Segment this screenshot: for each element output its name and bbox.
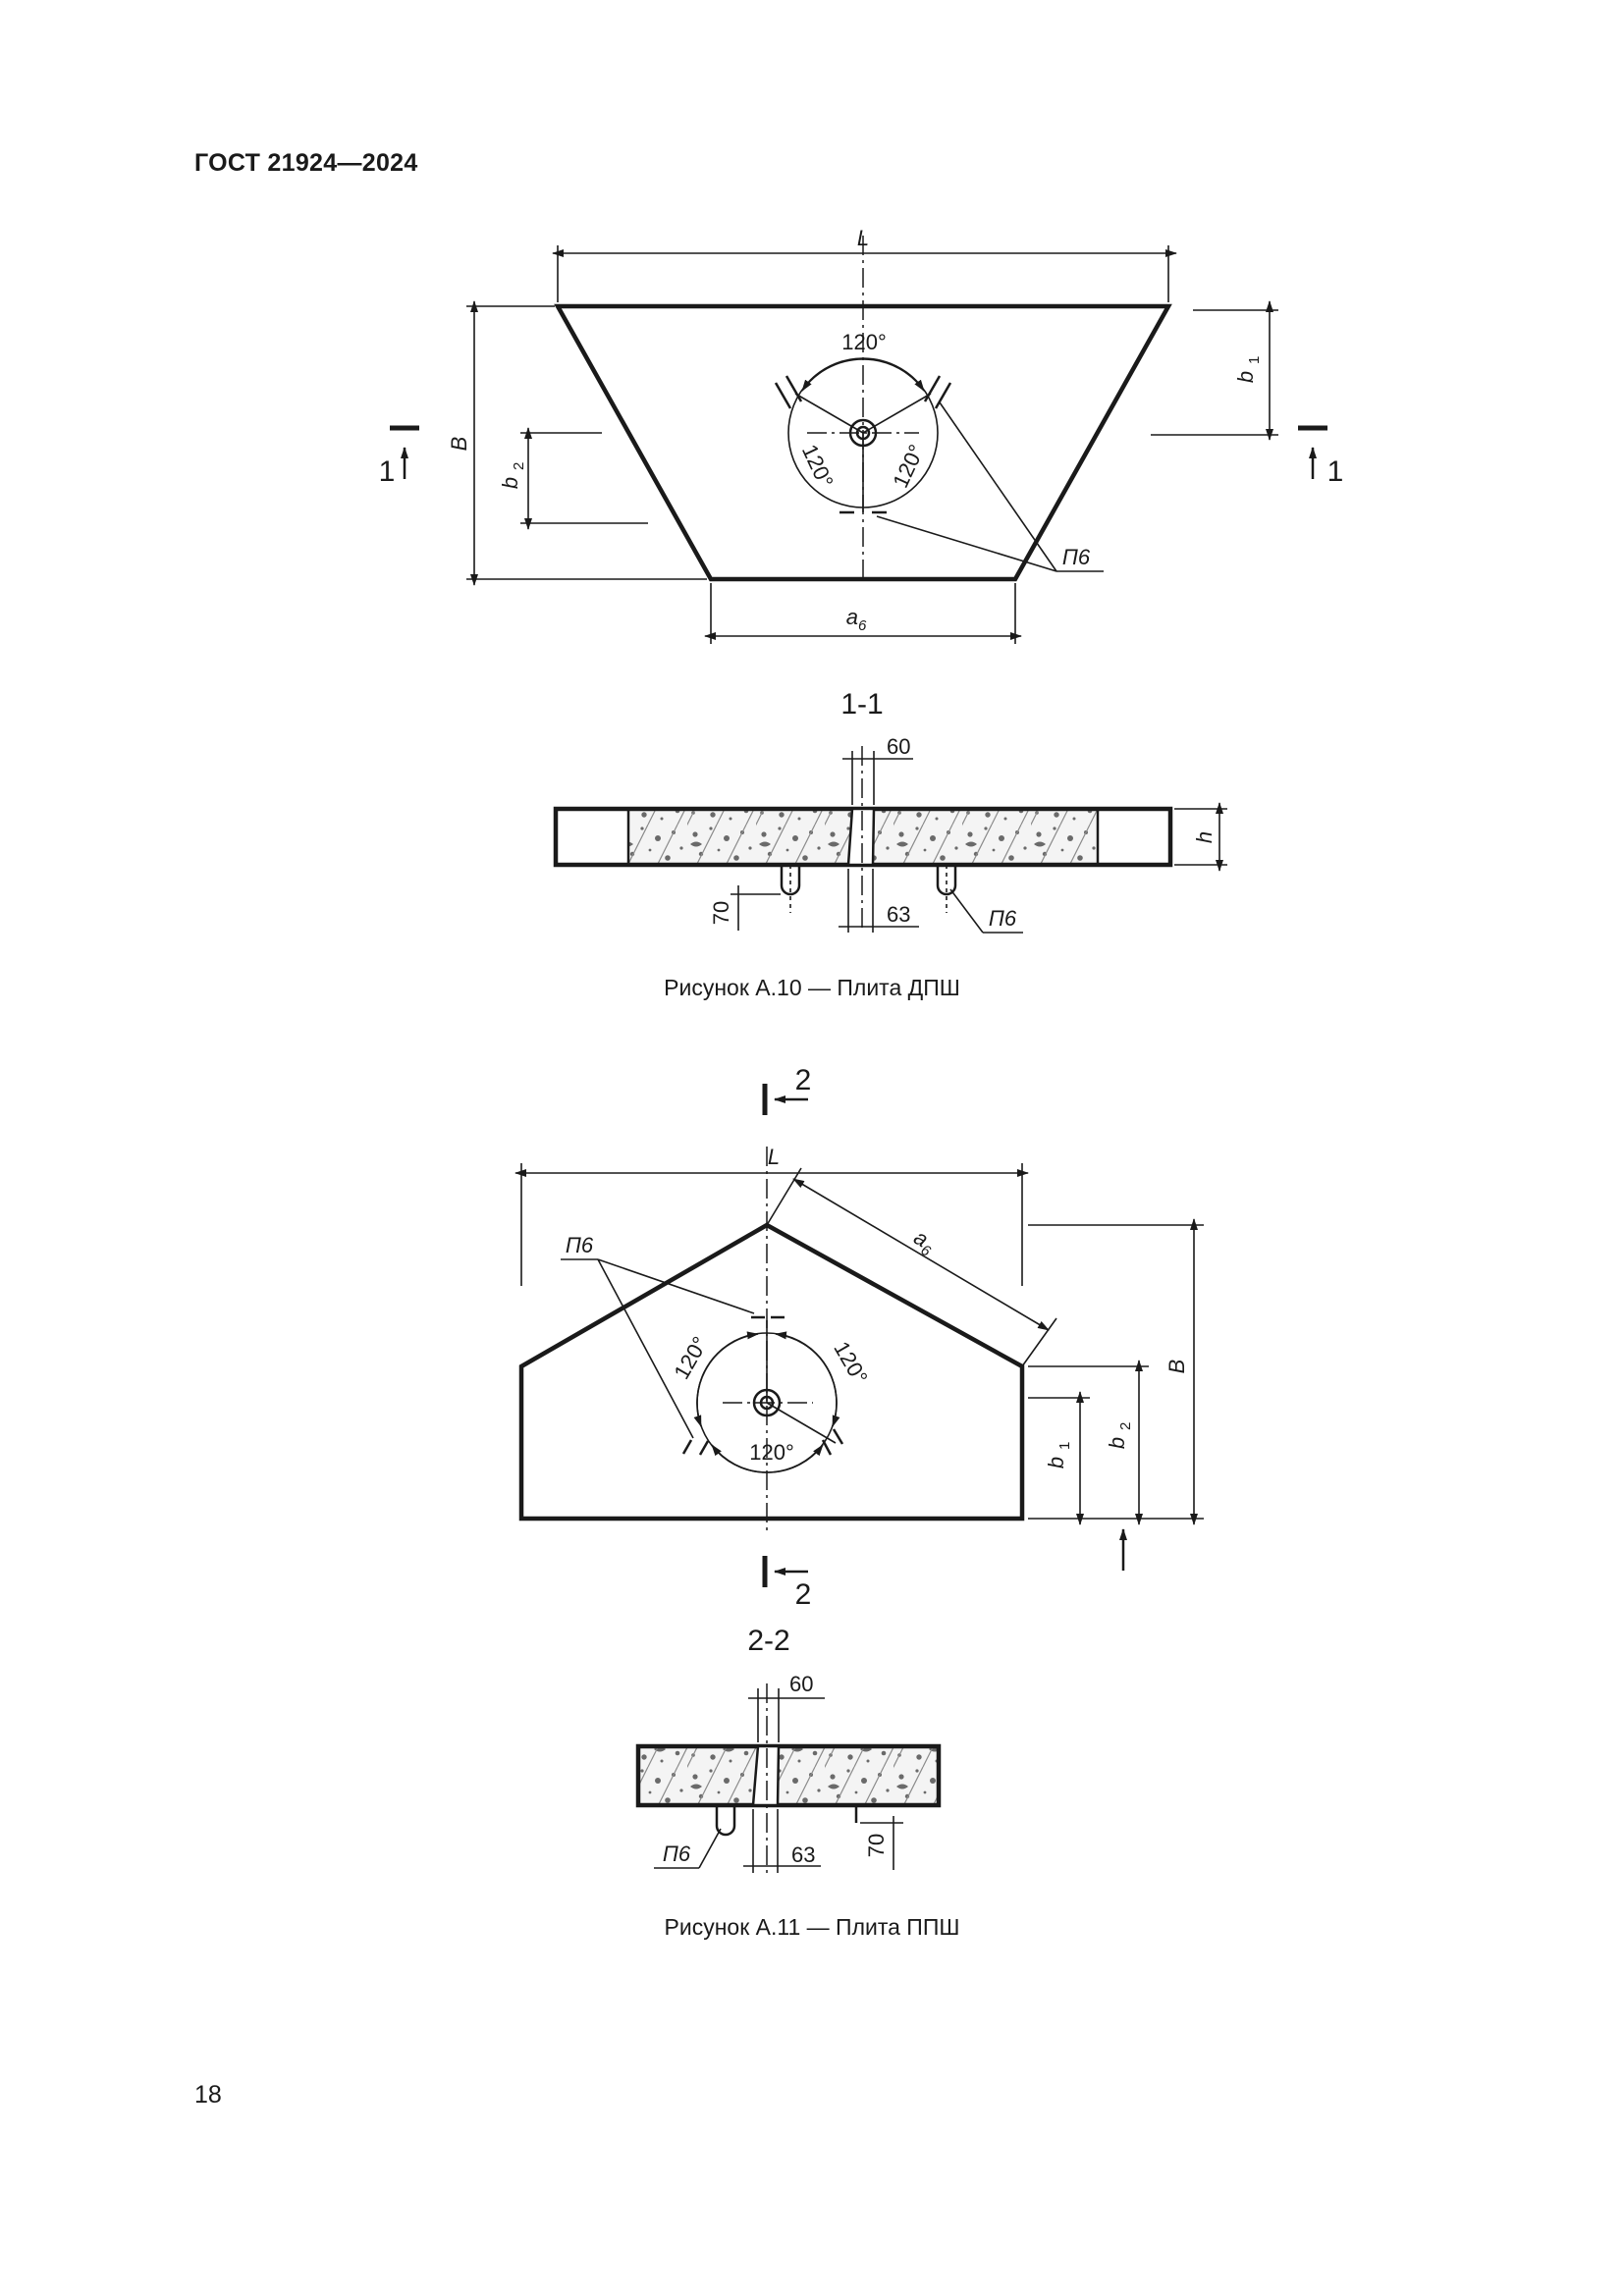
angle-left-label: 120° — [797, 441, 839, 492]
loop-label-p6: П6 — [1062, 545, 1091, 569]
angle-right-label: 120° — [888, 441, 929, 492]
angle-bottom-label-2: 120° — [749, 1440, 794, 1465]
lifting-loop-left — [780, 865, 801, 896]
dim-63-label: 63 — [887, 902, 910, 927]
section-2-2-title: 2-2 — [747, 1625, 789, 1657]
trapezoid-slab-outline — [554, 303, 1172, 582]
dim-b2-label: b — [498, 477, 522, 489]
cut-mark-right: 1 — [1327, 455, 1344, 488]
center-hole-section-2 — [751, 1744, 781, 1807]
standard-header: ГОСТ 21924—2024 — [194, 149, 418, 177]
dim-b2-label-2: b — [1105, 1437, 1129, 1449]
center-hole-section — [846, 807, 876, 867]
svg-text:2: 2 — [511, 462, 527, 470]
dim-b1-label: b — [1233, 371, 1258, 383]
loop-label-p6-2: П6 — [566, 1233, 594, 1257]
dim-70-label: 70 — [709, 901, 733, 925]
figure-a10-caption: Рисунок А.10 — Плита ДПШ — [664, 975, 960, 1000]
loop-label-p6-section-2: П6 — [663, 1842, 691, 1866]
dim-60-label-2: 60 — [789, 1672, 813, 1696]
pentagon-slab-outline — [518, 1222, 1025, 1522]
lifting-loop-right — [936, 865, 957, 896]
svg-text:1: 1 — [1056, 1442, 1073, 1450]
svg-text:1: 1 — [1246, 356, 1263, 364]
section-1-1-title: 1-1 — [840, 688, 883, 721]
figure-a11-plan: L a6 B b 2 b 1 — [514, 1064, 1204, 1611]
svg-text:2: 2 — [1117, 1422, 1134, 1430]
section-1-1: 1-1 60 63 70 h П6 — [553, 688, 1227, 934]
figure-a11-caption: Рисунок А.11 — Плита ППШ — [664, 1914, 960, 1940]
section-2-2: 2-2 60 63 70 П6 — [635, 1625, 942, 1873]
dim-B-label: B — [447, 437, 471, 452]
dim-a6-label: a6 — [846, 605, 867, 634]
dim-70-label-2: 70 — [864, 1834, 889, 1857]
dim-a6-label-2: a6 — [907, 1225, 940, 1261]
dim-h-label: h — [1192, 831, 1217, 843]
angle-right-label-2: 120° — [829, 1337, 872, 1388]
section-outline-2 — [635, 1743, 942, 1808]
dim-L-label-2: L — [768, 1145, 780, 1169]
dim-B-label-2: B — [1164, 1360, 1189, 1374]
figure-a10-plan: L B b 2 b 1 a6 — [379, 226, 1344, 644]
cut-mark-top: 2 — [795, 1064, 812, 1096]
angle-top-label: 120° — [841, 330, 887, 354]
loop-label-p6-section: П6 — [989, 906, 1017, 931]
dim-63-label-2: 63 — [791, 1842, 815, 1867]
lifting-loop-2 — [715, 1805, 736, 1837]
dim-b1-label-2: b — [1044, 1457, 1068, 1468]
cut-mark-bottom: 2 — [795, 1578, 812, 1611]
page-number: 18 — [194, 2081, 222, 2109]
cut-mark-left: 1 — [379, 455, 396, 488]
concrete-hatch-2 — [638, 1746, 939, 1805]
dim-60-label: 60 — [887, 734, 910, 759]
angle-left-label-2: 120° — [669, 1332, 712, 1383]
